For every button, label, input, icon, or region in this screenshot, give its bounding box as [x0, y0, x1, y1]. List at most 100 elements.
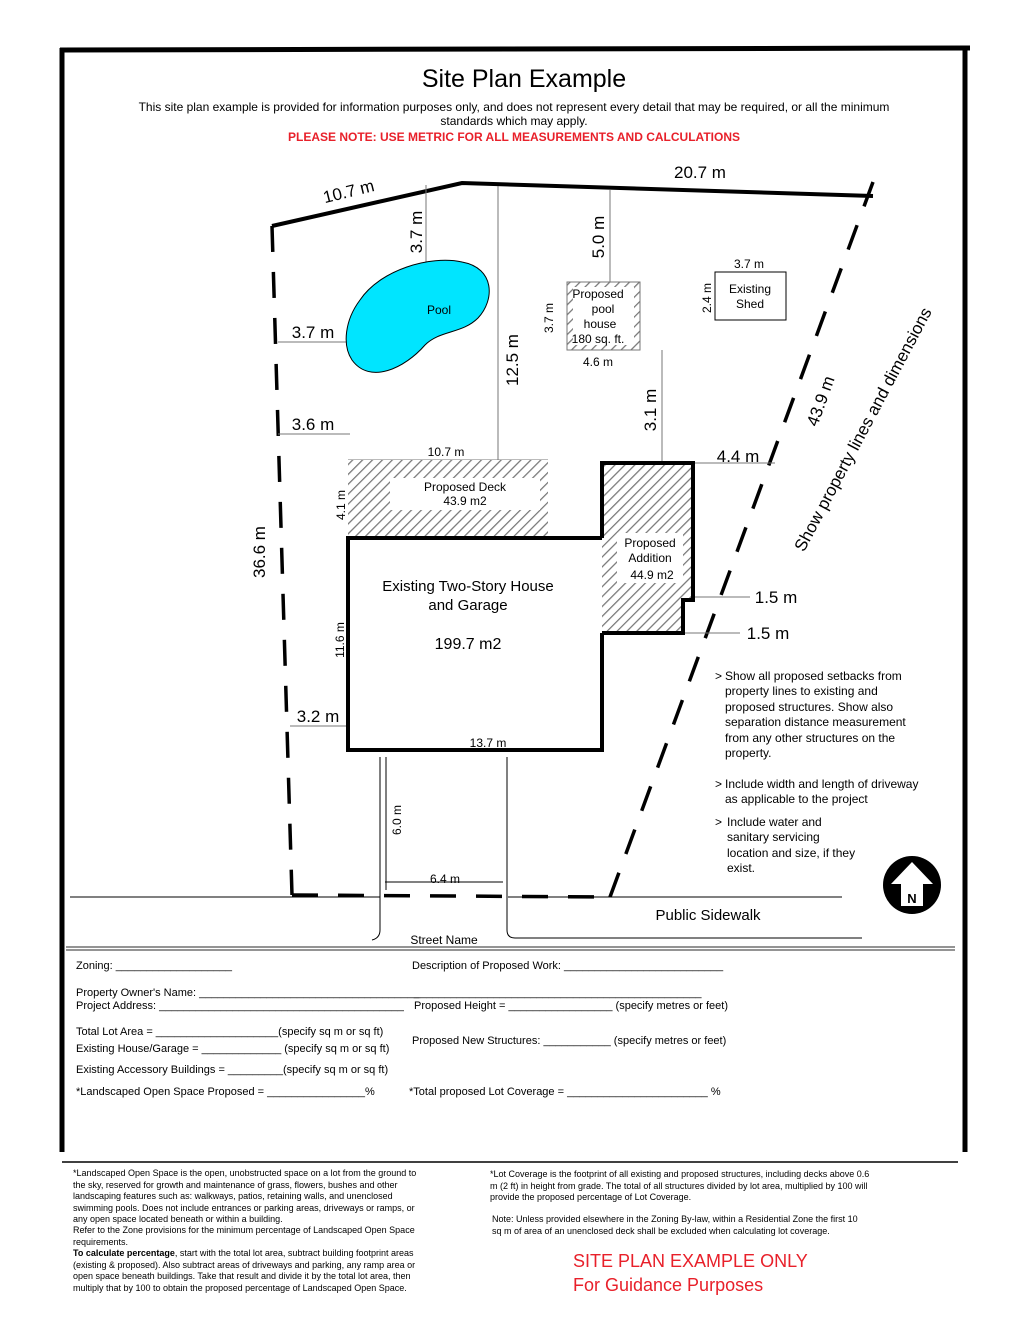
svg-text:>: > — [715, 815, 722, 829]
page-title: Site Plan Example — [422, 65, 626, 93]
svg-text:4.1 m: 4.1 m — [334, 490, 348, 520]
svg-text:Include water and: Include water and — [727, 815, 822, 829]
svg-text:property lines to existing and: property lines to existing and — [725, 684, 878, 698]
svg-text:11.6 m: 11.6 m — [333, 622, 347, 658]
svg-text:Proposed: Proposed — [624, 536, 675, 550]
svg-text:1.5 m: 1.5 m — [747, 624, 790, 643]
pool — [345, 259, 490, 373]
metric-notice: PLEASE NOTE: USE METRIC FOR ALL MEASUREM… — [288, 130, 740, 144]
svg-text:from any other structures on t: from any other structures on the — [725, 731, 895, 745]
svg-text:43.9 m: 43.9 m — [803, 373, 839, 428]
svg-text:pool: pool — [592, 302, 615, 316]
guidance-stamp-line-1: SITE PLAN EXAMPLE ONLY — [573, 1251, 808, 1271]
svg-text:and Garage: and Garage — [428, 597, 507, 614]
svg-text:*Landscaped Open Space is the: *Landscaped Open Space is the open, unob… — [73, 1168, 416, 1178]
svg-text:Proposed: Proposed — [572, 287, 623, 301]
svg-text:Show all proposed setbacks fro: Show all proposed setbacks from — [725, 669, 902, 683]
description-field-line-2[interactable]: ________________________________________… — [413, 987, 702, 999]
svg-text:4.6 m: 4.6 m — [583, 355, 613, 369]
svg-text:as applicable to the project: as applicable to the project — [725, 792, 868, 806]
svg-text:property.: property. — [725, 746, 771, 760]
proposed-deck: Proposed Deck 43.9 m2 — [348, 460, 548, 538]
property-lines-note: Show property lines and dimensions — [791, 304, 936, 554]
svg-text:open space beneath buildings.: open space beneath buildings. Take that … — [73, 1271, 411, 1281]
svg-text:6.0 m: 6.0 m — [390, 805, 404, 835]
proposed-addition: Proposed Addition 44.9 m2 — [600, 461, 695, 635]
zoning-field[interactable]: Zoning: ___________________ — [76, 960, 233, 972]
svg-text:3.7 m: 3.7 m — [734, 257, 764, 271]
svg-text:proposed structures. Show als: proposed structures. Show also — [725, 700, 893, 714]
existing-shed: Existing Shed — [714, 271, 787, 321]
svg-text:5.0 m: 5.0 m — [589, 216, 608, 259]
landscaped-open-space-field[interactable]: *Landscaped Open Space Proposed = ______… — [76, 1086, 375, 1098]
svg-text:43.9 m2: 43.9 m2 — [443, 494, 487, 508]
svg-text:Addition: Addition — [628, 551, 671, 565]
svg-text:36.6 m: 36.6 m — [250, 526, 269, 578]
svg-text:3.1 m: 3.1 m — [641, 389, 660, 432]
project-address-field[interactable]: Project Address: _______________________… — [76, 1000, 405, 1012]
application-form: Zoning: ___________________ Description … — [76, 960, 728, 1098]
sidewalk-label: Public Sidewalk — [655, 907, 761, 924]
property-lines — [270, 180, 875, 899]
svg-text:Existing Two-Story House: Existing Two-Story House — [382, 578, 553, 595]
svg-text:44.9 m2: 44.9 m2 — [630, 568, 674, 582]
svg-text:Note: Unless provided elsewhe: Note: Unless provided elsewhere in the Z… — [492, 1214, 858, 1224]
svg-text:3.2 m: 3.2 m — [297, 707, 340, 726]
svg-text:3.7 m: 3.7 m — [542, 303, 556, 333]
proposed-new-structures-field[interactable]: Proposed New Structures: ___________ (sp… — [412, 1035, 726, 1047]
svg-text:Include width and length of dr: Include width and length of driveway — [725, 777, 918, 791]
svg-text:requirements.: requirements. — [73, 1237, 128, 1247]
svg-text:12.5 m: 12.5 m — [503, 334, 522, 386]
pool-label: Pool — [427, 303, 451, 317]
lot-coverage-field[interactable]: *Total proposed Lot Coverage = _________… — [409, 1086, 721, 1098]
proposed-height-field[interactable]: Proposed Height = _________________ (spe… — [414, 1000, 728, 1012]
svg-text:any open space located beneath: any open space located beneath or within… — [73, 1214, 283, 1224]
owner-name-field[interactable]: Property Owner's Name: _________________… — [76, 987, 420, 999]
svg-text:1.5 m: 1.5 m — [755, 588, 798, 607]
svg-text:13.7 m: 13.7 m — [470, 736, 507, 750]
svg-text:2.4 m: 2.4 m — [700, 283, 714, 313]
svg-text:20.7 m: 20.7 m — [674, 163, 726, 182]
description-field[interactable]: Description of Proposed Work: __________… — [412, 960, 724, 972]
svg-text:swimming pools. Does not inclu: swimming pools. Does not include entranc… — [73, 1203, 415, 1213]
svg-text:To calculate percentage, start: To calculate percentage, start with the … — [73, 1248, 414, 1258]
subtitle-line-2: standards which may apply. — [440, 114, 587, 128]
svg-text:>: > — [715, 669, 722, 683]
svg-text:house: house — [584, 317, 617, 331]
street-and-driveway — [70, 757, 862, 941]
existing-house: Existing Two-Story House and Garage 199.… — [346, 536, 604, 752]
street-name-label: Street Name — [410, 933, 478, 947]
svg-text:>: > — [715, 777, 722, 791]
svg-text:separation distance measuremen: separation distance measurement — [725, 715, 906, 729]
svg-text:10.7 m: 10.7 m — [428, 445, 465, 459]
svg-text:3.7 m: 3.7 m — [292, 323, 335, 342]
svg-text:3.7 m: 3.7 m — [407, 211, 426, 254]
svg-text:Shed: Shed — [736, 297, 764, 311]
svg-text:the sky, reserved for growth a: the sky, reserved for growth and mainten… — [73, 1180, 398, 1190]
pool-house: Proposed pool house 180 sq. ft. — [566, 281, 641, 351]
svg-text:3.6 m: 3.6 m — [292, 415, 335, 434]
guidance-stamp-line-2: For Guidance Purposes — [573, 1275, 763, 1295]
svg-text:180 sq. ft.: 180 sq. ft. — [572, 332, 625, 346]
footer-notes: *Landscaped Open Space is the open, unob… — [73, 1168, 869, 1293]
existing-house-garage-field[interactable]: Existing House/Garage = _____________ (s… — [76, 1043, 389, 1055]
svg-text:*Lot Coverage is the footprint: *Lot Coverage is the footprint of all ex… — [490, 1169, 869, 1179]
svg-text:m (2 ft) in height from grade.: m (2 ft) in height from grade. The total… — [490, 1181, 868, 1191]
svg-text:exist.: exist. — [727, 861, 755, 875]
svg-text:Existing: Existing — [729, 282, 771, 296]
north-arrow-icon: N — [883, 856, 941, 914]
svg-text:sq m of area of an unenclosed: sq m of area of an unenclosed deck shall… — [492, 1226, 830, 1236]
page-frame — [59, 45, 971, 1163]
svg-text:Proposed Deck: Proposed Deck — [424, 480, 507, 494]
svg-text:6.4 m: 6.4 m — [430, 872, 460, 886]
svg-text:Refer to the Zone provisions f: Refer to the Zone provisions for the min… — [73, 1225, 415, 1235]
svg-text:sanitary servicing: sanitary servicing — [727, 830, 820, 844]
svg-text:landscaping features such as:: landscaping features such as: walkways, … — [73, 1191, 393, 1201]
svg-text:4.4 m: 4.4 m — [717, 447, 760, 466]
total-lot-area-field[interactable]: Total Lot Area = ____________________(sp… — [76, 1026, 383, 1038]
subtitle-line-1: This site plan example is provided for i… — [139, 100, 890, 114]
accessory-buildings-field[interactable]: Existing Accessory Buildings = _________… — [76, 1064, 388, 1076]
svg-text:(existing & proposed). Also su: (existing & proposed). Also subtract are… — [73, 1260, 415, 1270]
svg-text:location and size, if they: location and size, if they — [727, 846, 855, 860]
